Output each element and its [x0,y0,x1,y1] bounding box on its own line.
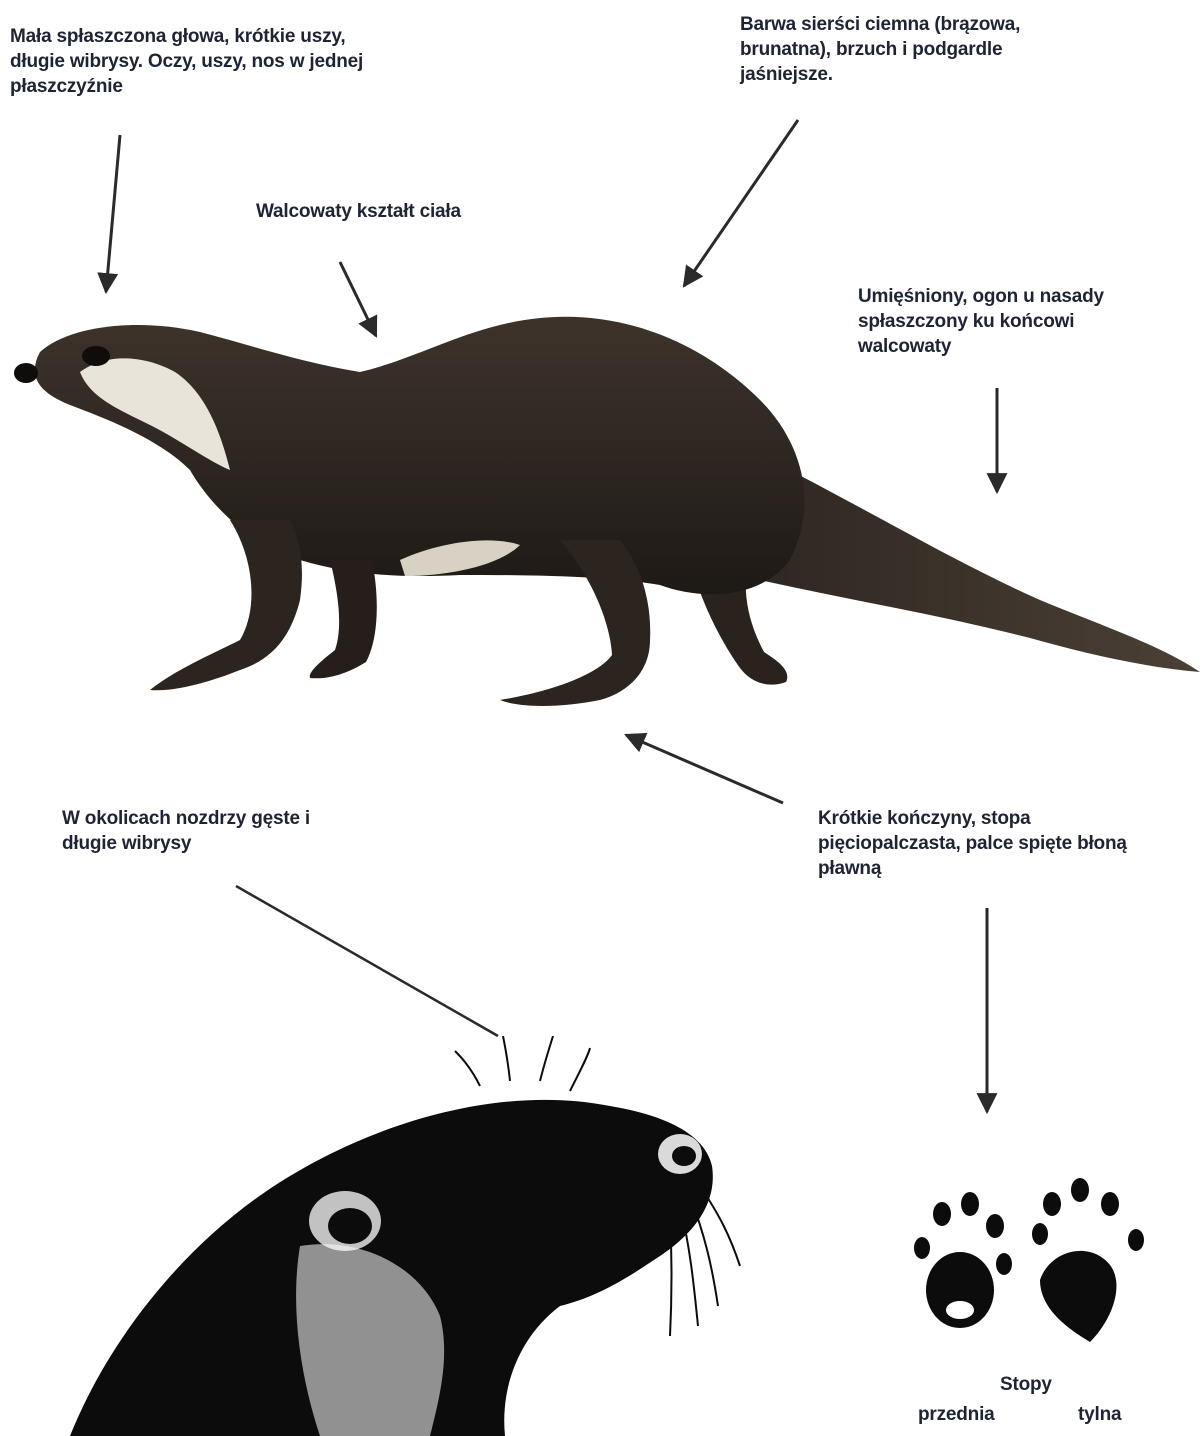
head-annotation: Mała spłaszczona głowa, krótkie uszy, dł… [10,24,363,99]
tail-annotation: Umięśniony, ogon u nasady spłaszczony ku… [858,284,1104,359]
otter-head-engraving [0,1036,760,1436]
feet-title: Stopy [1000,1372,1052,1397]
hind-paw [1032,1178,1144,1342]
tail [760,455,1200,672]
front-leg-near [150,520,302,690]
body-shape-annotation: Walcowaty kształt ciała [256,199,461,224]
nostril [672,1146,696,1166]
limbs-annotation: Krótkie kończyny, stopa pięciopalczasta,… [818,806,1127,881]
fur-annotation: Barwa sierści ciemna (brązowa, brunatna)… [740,12,1020,87]
front-leg-far [310,560,377,678]
whiskers-annotation: W okolicach nozdrzy gęste i długie wibry… [62,806,310,856]
whiskers-pointer-line [236,886,498,1036]
otter-nose [14,363,38,383]
otter-eye [82,346,110,366]
front-paw [914,1192,1012,1328]
hind-foot-label: tylna [1078,1402,1121,1427]
ear-inner [328,1208,372,1244]
otter-illustration [0,0,1203,760]
paw-prints [900,1170,1160,1360]
front-foot-label: przednia [918,1402,995,1427]
